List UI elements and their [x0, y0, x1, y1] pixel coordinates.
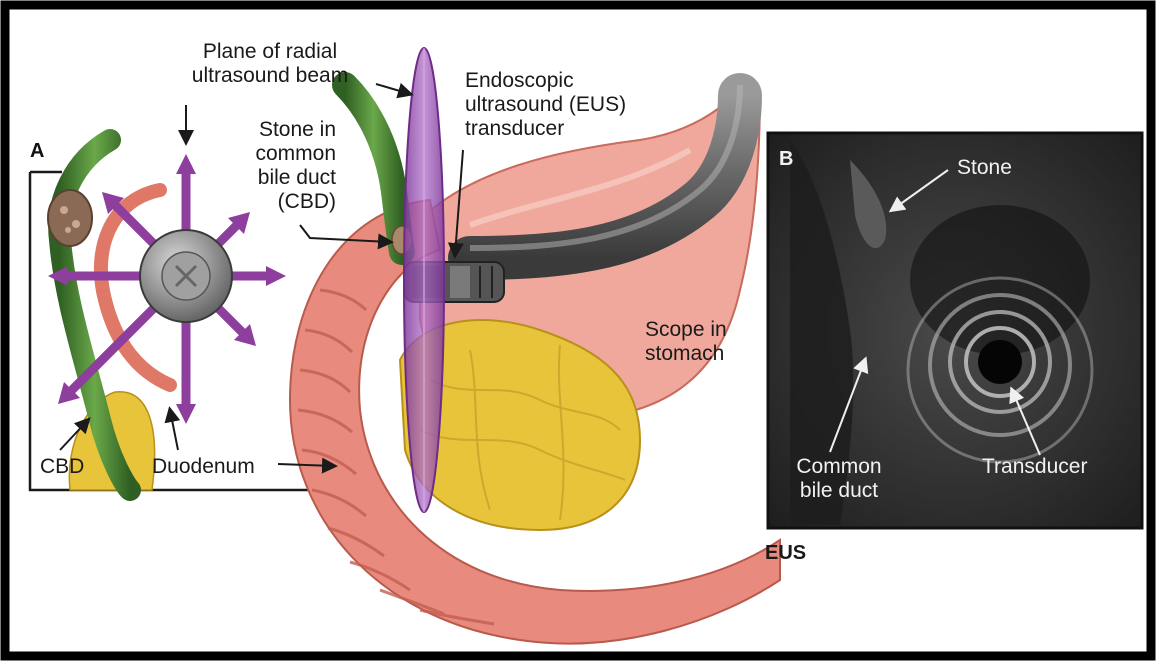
- plane-label-line1: Plane of radial: [170, 40, 370, 64]
- us-transducer-label: Transducer: [982, 455, 1087, 479]
- stone-label-line2: common: [218, 142, 336, 166]
- stone-label-line4: (CBD): [218, 190, 336, 214]
- us-stone-label: Stone: [957, 156, 1012, 180]
- scope-label-line2: stomach: [645, 342, 727, 366]
- us-cbd-line2: bile duct: [789, 479, 889, 503]
- stone-in-cbd-label: Stone in common bile duct (CBD): [218, 118, 336, 214]
- eus-label-line2: ultrasound (EUS): [465, 93, 626, 117]
- panel-b-letter: B: [779, 148, 793, 171]
- cbd-label: CBD: [40, 455, 84, 479]
- us-cbd-line1: Common: [789, 455, 889, 479]
- stone-small: [48, 190, 92, 246]
- plane-label-line2: ultrasound beam: [170, 64, 370, 88]
- eus-caption: EUS: [765, 541, 806, 565]
- eus-label-line3: transducer: [465, 117, 626, 141]
- stone-label-line1: Stone in: [218, 118, 336, 142]
- eus-label-line1: Endoscopic: [465, 69, 626, 93]
- scope-label-line1: Scope in: [645, 318, 727, 342]
- plane-label: Plane of radial ultrasound beam: [170, 40, 370, 88]
- eus-transducer-label: Endoscopic ultrasound (EUS) transducer: [465, 69, 626, 141]
- scope-in-stomach-label: Scope in stomach: [645, 318, 727, 366]
- stone-label-line3: bile duct: [218, 166, 336, 190]
- us-cbd-label: Common bile duct: [789, 455, 889, 503]
- panel-a-letter: A: [30, 140, 44, 163]
- duodenum-label: Duodenum: [152, 455, 255, 479]
